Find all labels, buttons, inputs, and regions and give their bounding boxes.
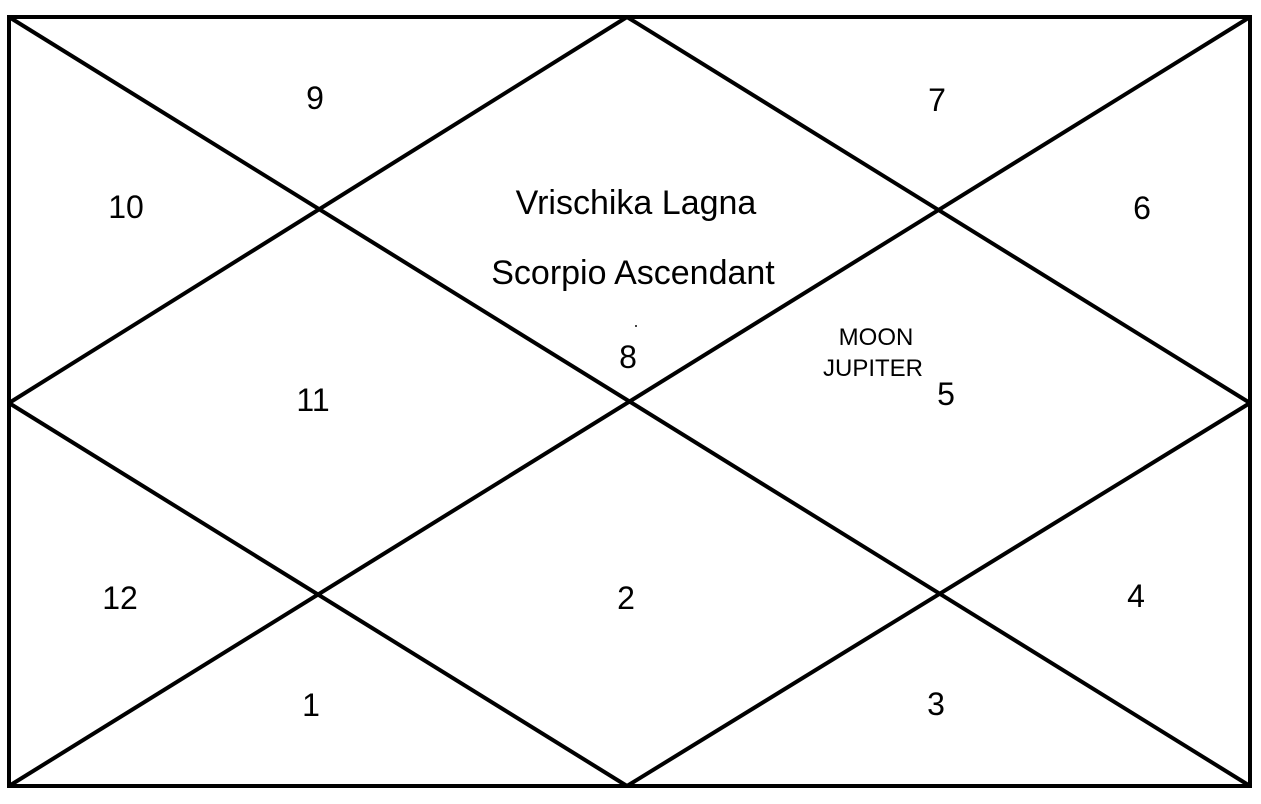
chart-title-ascendant: Scorpio Ascendant xyxy=(491,254,775,292)
chart-title-lagna: Vrischika Lagna xyxy=(515,184,757,222)
diamond-edge-bottom-right xyxy=(625,401,1252,788)
planet-moon: MOON xyxy=(838,324,914,351)
house-7-number: 7 xyxy=(928,82,946,118)
house-6-number: 6 xyxy=(1133,190,1151,226)
house-8-number: 8 xyxy=(619,339,637,375)
house-1-number: 1 xyxy=(302,687,320,723)
house-5-number: 5 xyxy=(937,376,955,412)
house-12-number: 12 xyxy=(102,580,138,616)
house-10-number: 10 xyxy=(108,189,144,225)
diagonal-line-anti xyxy=(7,15,1252,788)
house-3-number: 3 xyxy=(927,686,945,722)
house-11-number: 11 xyxy=(296,382,330,418)
house-2-number: 2 xyxy=(617,580,635,616)
house-4-number: 4 xyxy=(1127,578,1145,614)
center-dot xyxy=(635,325,637,327)
planet-jupiter: JUPITER xyxy=(822,355,924,382)
diamond-edge-top-right xyxy=(625,15,1252,405)
house-9-number: 9 xyxy=(306,80,324,116)
diamond-edge-bottom-left xyxy=(7,401,629,788)
diamond-edge-top-left xyxy=(7,15,629,405)
